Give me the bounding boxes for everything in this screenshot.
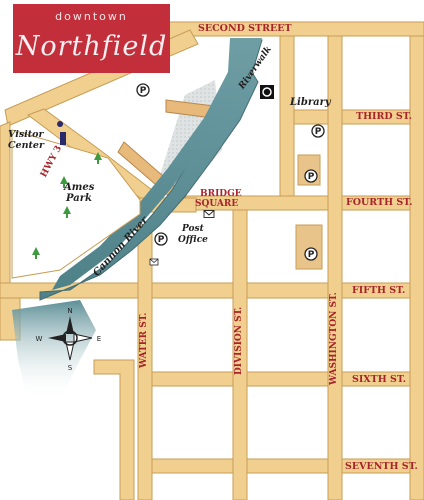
label-water-street: WATER ST. (139, 312, 149, 368)
compass-needle-e (73, 333, 93, 343)
label-seventh-street: SEVENTH ST. (345, 461, 418, 472)
mail-drop-icon (149, 258, 159, 266)
logo-tagline: downtown (55, 10, 128, 23)
river-west-road (93, 359, 135, 500)
parking-letter: P (308, 250, 315, 260)
downtown-northfield-logo: downtown Northfield (13, 4, 170, 73)
tree-icon (94, 152, 102, 164)
washington-street-road (327, 35, 343, 500)
label-visitor: Visitor (8, 129, 44, 140)
label-office: Office (178, 235, 208, 245)
label-washington-street: WASHINGTON ST. (329, 292, 339, 385)
envelope-icon (203, 210, 215, 218)
library-street-road (279, 35, 295, 197)
parking-letter: P (308, 172, 315, 182)
parking-icon: P (304, 247, 318, 261)
parking-markers: P P P P P (136, 83, 325, 261)
east-parking-block (295, 224, 323, 270)
parking-letter: P (158, 235, 165, 245)
compass-w: W (36, 335, 43, 343)
compass-n: N (67, 307, 72, 315)
division-street-road (232, 209, 248, 500)
label-fifth-street: FIFTH ST. (352, 285, 406, 296)
label-library: Library (290, 97, 331, 108)
compass-needle-w (48, 334, 66, 342)
east-street-road (409, 35, 424, 500)
compass-s: S (68, 364, 73, 372)
ames-park-area (11, 129, 141, 279)
label-bridge: BRIDGE (200, 189, 242, 199)
parking-letter: P (140, 86, 147, 96)
fifth-street-road (0, 282, 424, 299)
label-post: Post (182, 224, 204, 234)
label-square: SQUARE (195, 199, 239, 209)
label-center: Center (8, 140, 44, 151)
riverwalk-marker (260, 85, 274, 99)
compass-needle-s (65, 341, 75, 361)
label-fourth-street: FOURTH ST. (346, 197, 413, 208)
cannon-river-main (52, 38, 262, 290)
compass-e: E (97, 335, 101, 343)
parking-letter: P (315, 127, 322, 137)
tree-icon (63, 206, 71, 218)
compass: N S E W (36, 307, 102, 372)
label-ames: Ames (64, 182, 95, 193)
parking-icon: P (154, 232, 168, 246)
label-division-street: DIVISION ST. (234, 306, 244, 375)
label-third-street: THIRD ST. (356, 111, 412, 122)
label-second-street: SECOND STREET (198, 23, 292, 34)
compass-needle-n (66, 316, 74, 334)
park-trees (32, 152, 102, 259)
west-edge-road (0, 121, 11, 284)
parking-icon: P (136, 83, 150, 97)
label-park: Park (66, 193, 92, 204)
tree-icon (32, 247, 40, 259)
label-sixth-street: SIXTH ST. (352, 374, 407, 385)
logo-title: Northfield (15, 31, 168, 62)
parking-icon: P (311, 124, 325, 138)
river-southwest (12, 300, 96, 400)
parking-icon: P (304, 169, 318, 183)
tree-icon (60, 176, 68, 188)
info-icon (57, 121, 66, 145)
